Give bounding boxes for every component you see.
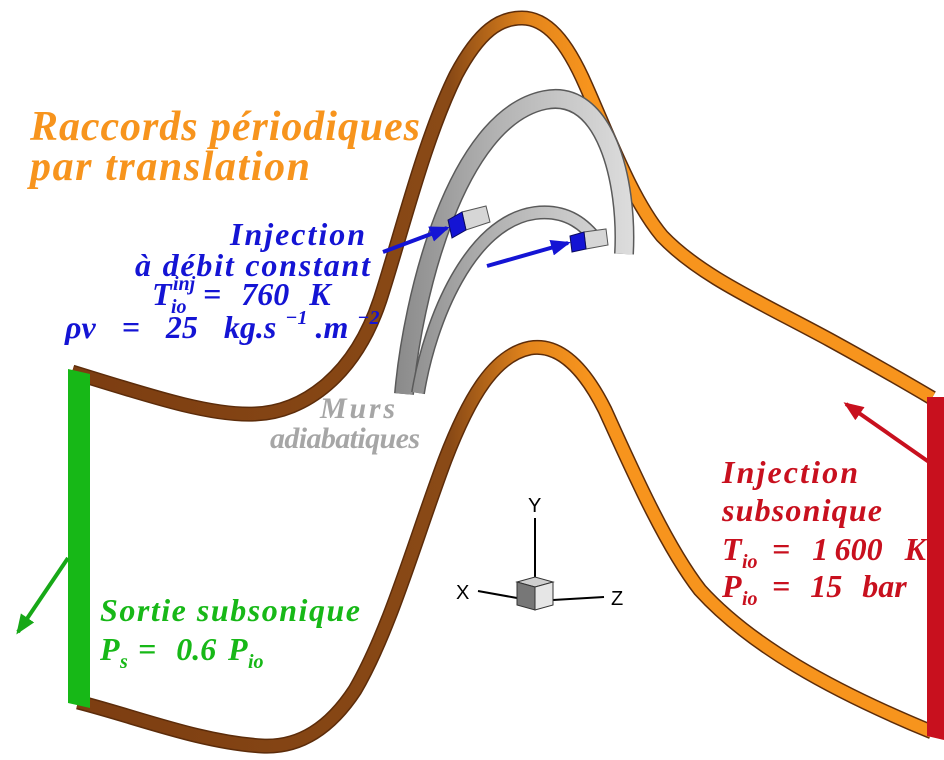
inlet-pressure: P io = 15 bar bbox=[721, 568, 907, 612]
cooling-temperature-value: = 760 K bbox=[203, 276, 333, 312]
cooling-injection-label: Injection à débit constant T io inj = 76… bbox=[64, 216, 380, 345]
outlet-boundary bbox=[68, 369, 90, 708]
cooling-mass-flux-exp1: −1 bbox=[285, 307, 307, 329]
outlet-pressure: P s = 0.6 P io bbox=[99, 631, 264, 675]
inlet-boundary bbox=[927, 397, 944, 740]
inlet-pressure-value: = 15 bar bbox=[772, 568, 907, 604]
inlet-label-line1: Injection bbox=[721, 454, 858, 490]
z-axis-label: Z bbox=[611, 588, 623, 610]
outlet-pressure-symbol: P bbox=[99, 631, 120, 667]
upper-periodic-boundary bbox=[69, 10, 936, 422]
outlet-label: Sortie subsonique P s = 0.6 P io bbox=[99, 592, 360, 675]
injection-hole-2 bbox=[569, 228, 609, 253]
outlet-pressure-value: = 0.6 bbox=[138, 631, 216, 667]
injection-hole-2-face bbox=[569, 231, 587, 253]
x-axis-label: X bbox=[456, 582, 469, 604]
lower-periodic-ribbon bbox=[76, 341, 935, 753]
z-axis-line bbox=[552, 596, 605, 601]
blade-walls bbox=[394, 88, 635, 395]
inlet-label: Injection subsonique T io = 1 600 K P io… bbox=[721, 454, 929, 612]
periodic-label-line1: Raccords périodiques bbox=[29, 104, 420, 150]
walls-label: Murs adiabatiques bbox=[270, 392, 420, 455]
outlet-arrow bbox=[16, 556, 70, 635]
y-axis-label: Y bbox=[528, 495, 541, 517]
blade-outer-surface bbox=[395, 90, 633, 395]
cooling-label-line1: Injection bbox=[229, 216, 365, 252]
cooling-mass-flux: ρv = 25 kg.s −1 .m −2 bbox=[64, 295, 380, 345]
blade-inner-surface bbox=[412, 206, 603, 394]
outlet-pressure-ref-sub: io bbox=[248, 651, 264, 673]
periodic-label-line2: par translation bbox=[27, 144, 310, 190]
cooling-temperature-sub: io bbox=[171, 296, 187, 318]
cooling-injection-arrow-2 bbox=[486, 239, 571, 268]
walls-label-line2: adiabatiques bbox=[270, 422, 420, 455]
outlet-pressure-sub: s bbox=[119, 651, 128, 673]
x-axis-line bbox=[477, 590, 518, 599]
cooling-mass-flux-exp2: −2 bbox=[357, 307, 379, 329]
cooling-temperature: T io inj = 760 K bbox=[152, 261, 333, 320]
outlet-pressure-ref-symbol: P bbox=[227, 631, 248, 667]
inlet-temperature-sub: io bbox=[742, 551, 758, 573]
axis-triad: Y X Z bbox=[456, 495, 623, 611]
axis-cube-left bbox=[516, 581, 536, 611]
axis-cube-right bbox=[534, 581, 554, 611]
inlet-label-line2: subsonique bbox=[721, 492, 882, 528]
inlet-temperature-symbol: T bbox=[722, 531, 743, 567]
injection-hole-1-body bbox=[461, 205, 491, 231]
outlet-label-line1: Sortie subsonique bbox=[100, 592, 360, 628]
inlet-arrow bbox=[843, 402, 931, 464]
cooling-mass-flux-unit2: .m bbox=[316, 309, 349, 345]
inlet-temperature-value: = 1 600 K bbox=[772, 531, 929, 567]
injection-hole-1-face bbox=[447, 211, 467, 239]
cooling-label-line2: à débit constant bbox=[135, 247, 371, 283]
cooling-temperature-sup: inj bbox=[173, 273, 196, 295]
inlet-temperature: T io = 1 600 K bbox=[722, 531, 929, 575]
upper-periodic-ribbon bbox=[70, 12, 936, 421]
injection-hole-2-body bbox=[583, 228, 609, 250]
cooling-temperature-symbol: T bbox=[152, 276, 173, 312]
cooling-injection-arrow-1 bbox=[382, 226, 450, 254]
injection-hole-1 bbox=[447, 205, 491, 239]
inlet-pressure-sub: io bbox=[742, 588, 758, 610]
walls-label-line1: Murs bbox=[319, 392, 395, 425]
cooling-mass-flux-base: ρv = 25 kg.s bbox=[64, 309, 276, 345]
inlet-pressure-symbol: P bbox=[721, 568, 742, 604]
lower-periodic-boundary bbox=[76, 339, 935, 754]
